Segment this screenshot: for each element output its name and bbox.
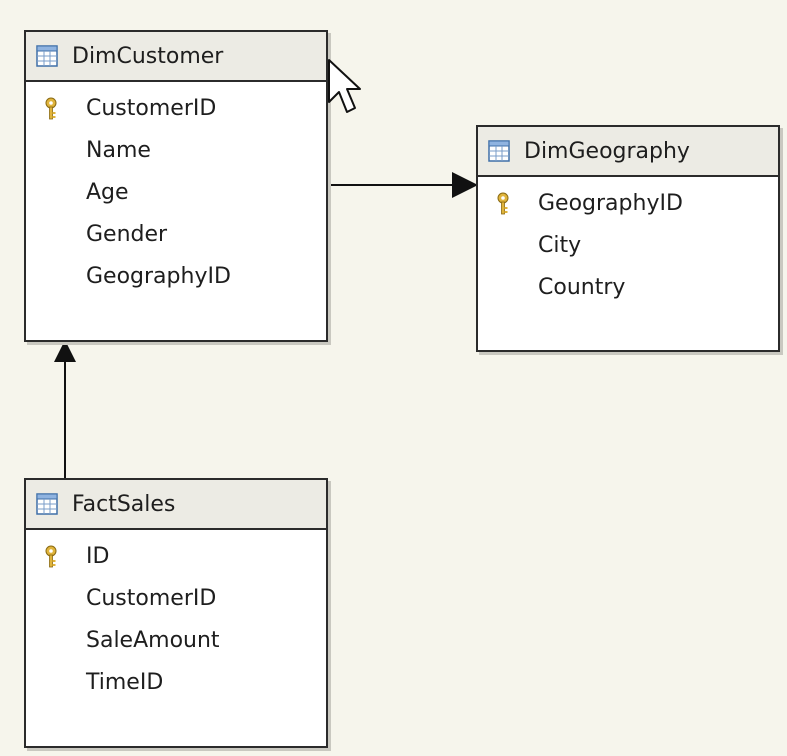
column-list-dimcustomer: CustomerID Name Age Gender GeographyID <box>26 82 326 298</box>
column-row[interactable]: City <box>478 225 778 267</box>
table-header-dimgeography[interactable]: DimGeography <box>478 127 778 177</box>
arrowhead-dimcustomer <box>54 340 76 362</box>
column-name: Gender <box>86 222 168 247</box>
primary-key-icon <box>45 545 57 568</box>
column-name: ID <box>86 544 110 569</box>
mouse-cursor-icon <box>328 59 361 113</box>
column-row[interactable]: ID <box>26 536 326 578</box>
column-row[interactable]: Age <box>26 172 326 214</box>
column-name: City <box>538 233 582 258</box>
column-list-dimgeography: GeographyID City Country <box>478 177 778 309</box>
column-row[interactable]: CustomerID <box>26 88 326 130</box>
table-factsales[interactable]: FactSales ID CustomerID SaleAmount TimeI… <box>24 478 328 748</box>
arrowhead-dimgeography <box>452 172 478 198</box>
table-title-dimcustomer: DimCustomer <box>72 43 224 69</box>
table-icon <box>36 493 58 515</box>
table-header-factsales[interactable]: FactSales <box>26 480 326 530</box>
column-name: TimeID <box>86 670 164 695</box>
column-name: Age <box>86 180 129 205</box>
column-row[interactable]: TimeID <box>26 662 326 704</box>
column-row[interactable]: Country <box>478 267 778 309</box>
primary-key-icon <box>45 97 57 120</box>
column-row[interactable]: GeographyID <box>26 256 326 298</box>
column-row[interactable]: SaleAmount <box>26 620 326 662</box>
column-name: Name <box>86 138 151 163</box>
column-name: GeographyID <box>538 191 683 216</box>
table-title-dimgeography: DimGeography <box>524 138 690 164</box>
table-title-factsales: FactSales <box>72 491 176 517</box>
column-row[interactable]: Name <box>26 130 326 172</box>
column-name: CustomerID <box>86 96 217 121</box>
column-row[interactable]: Gender <box>26 214 326 256</box>
column-name: CustomerID <box>86 586 217 611</box>
column-row[interactable]: CustomerID <box>26 578 326 620</box>
primary-key-icon <box>497 192 509 215</box>
table-dimcustomer[interactable]: DimCustomer CustomerID Name Age Gender G… <box>24 30 328 342</box>
column-name: SaleAmount <box>86 628 220 653</box>
column-name: GeographyID <box>86 264 231 289</box>
column-name: Country <box>538 275 626 300</box>
column-row[interactable]: GeographyID <box>478 183 778 225</box>
table-dimgeography[interactable]: DimGeography GeographyID City Country <box>476 125 780 352</box>
table-icon <box>488 140 510 162</box>
column-list-factsales: ID CustomerID SaleAmount TimeID <box>26 530 326 704</box>
table-header-dimcustomer[interactable]: DimCustomer <box>26 32 326 82</box>
table-icon <box>36 45 58 67</box>
